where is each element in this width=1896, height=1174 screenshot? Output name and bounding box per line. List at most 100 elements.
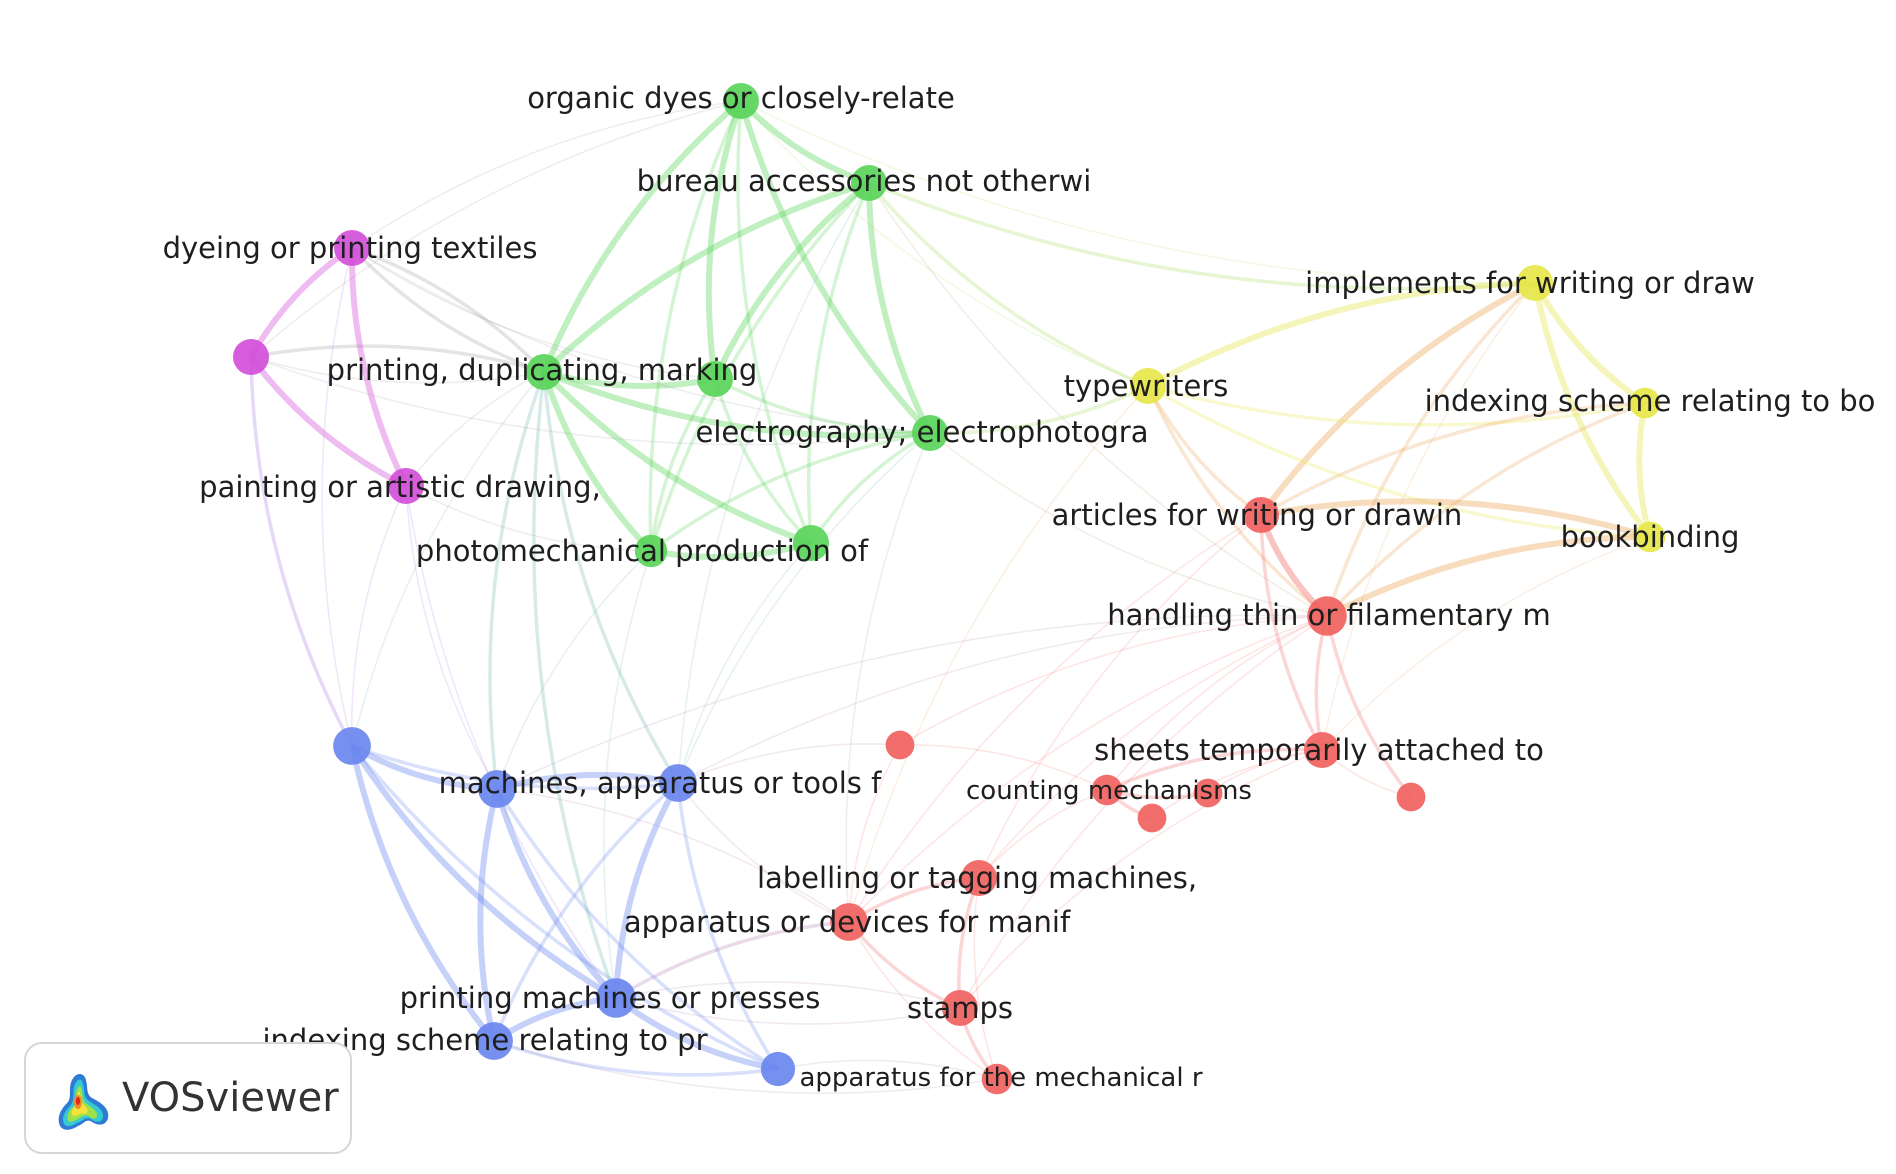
network-link — [1636, 402, 1653, 538]
network-node-n16[interactable] — [1307, 596, 1347, 636]
network-link — [978, 615, 1328, 879]
network-node-n4[interactable] — [697, 361, 733, 397]
network-link — [866, 182, 933, 435]
network-link — [649, 181, 871, 552]
network-link — [250, 100, 742, 358]
network-node-n28[interactable] — [659, 764, 697, 802]
node-label-n14[interactable]: bookbinding — [1561, 520, 1740, 554]
network-node-n14[interactable] — [1634, 521, 1666, 553]
network-node-n25[interactable] — [942, 990, 978, 1026]
network-node-n21[interactable] — [1396, 782, 1426, 812]
node-label-n1[interactable]: organic dyes or closely-relate — [527, 81, 955, 115]
node-label-n6[interactable]: photomechanical production of — [416, 534, 869, 568]
node-label-n8[interactable]: dyeing or printing textiles — [163, 231, 538, 265]
node-label-n12[interactable]: typewriters — [1064, 369, 1229, 403]
network-link — [648, 100, 743, 552]
node-label-n26[interactable]: apparatus for the mechanical r — [799, 1063, 1202, 1093]
network-link — [677, 782, 850, 923]
node-label-n15[interactable]: articles for writing or drawin — [1052, 498, 1463, 532]
network-link — [350, 744, 779, 1071]
network-node-n27[interactable] — [333, 727, 371, 765]
network-node-n32[interactable] — [760, 1051, 796, 1087]
network-link — [978, 789, 1108, 879]
network-link — [532, 371, 618, 999]
network-link — [777, 1059, 998, 1080]
network-node-n11[interactable] — [1517, 265, 1553, 301]
network-node-n29[interactable] — [478, 770, 516, 808]
network-node-n26[interactable] — [981, 1063, 1013, 1095]
network-links — [248, 98, 1653, 1094]
network-node-n2[interactable] — [851, 165, 887, 201]
network-node-n17[interactable] — [1304, 732, 1340, 768]
network-link — [738, 100, 933, 436]
network-link — [250, 344, 545, 374]
network-link — [1146, 385, 1263, 517]
network-node-n3[interactable] — [526, 354, 562, 390]
network-node-n31[interactable] — [475, 1022, 513, 1060]
network-link — [250, 356, 931, 446]
network-link — [350, 485, 407, 747]
network-node-n30[interactable] — [596, 978, 636, 1018]
network-node-n19[interactable] — [1137, 803, 1167, 833]
network-link — [1325, 401, 1646, 618]
network-link — [809, 431, 931, 544]
network-node-n24[interactable] — [830, 903, 868, 941]
vosviewer-badge: VOSviewer — [24, 1042, 352, 1154]
network-link — [1106, 747, 1323, 792]
network-link — [350, 246, 545, 374]
network-link — [405, 485, 498, 790]
network-link — [1325, 281, 1537, 617]
network-link — [349, 745, 497, 1043]
node-label-n3[interactable]: printing, duplicating, marking — [327, 353, 758, 387]
network-node-n12[interactable] — [1130, 368, 1166, 404]
network-link — [615, 920, 850, 1000]
node-label-n18[interactable]: counting mechanisms — [966, 776, 1252, 806]
network-link — [351, 247, 931, 434]
network-node-n23[interactable] — [961, 860, 997, 896]
network-link — [541, 369, 812, 546]
node-label-n28[interactable]: machines, apparatus or tools f — [439, 766, 882, 800]
network-link — [806, 182, 871, 544]
network-node-n18[interactable] — [1091, 774, 1123, 806]
node-label-n11[interactable]: implements for writing or draw — [1305, 266, 1755, 300]
network-link — [496, 771, 679, 792]
network-link — [1146, 280, 1536, 389]
node-label-n23[interactable]: labelling or tagging machines, — [757, 861, 1197, 895]
node-label-n17[interactable]: sheets temporarily attached to — [1094, 733, 1544, 767]
network-node-n20[interactable] — [1193, 778, 1223, 808]
network-node-n6[interactable] — [634, 534, 668, 568]
node-label-n24[interactable]: apparatus or devices for manif — [624, 905, 1071, 939]
node-label-n5[interactable]: electrography; electrophotogra — [696, 415, 1149, 449]
network-link — [541, 180, 870, 375]
node-label-n25[interactable]: stamps — [907, 991, 1013, 1025]
network-link — [1532, 282, 1653, 539]
node-label-n2[interactable]: bureau accessories not otherwi — [637, 164, 1092, 198]
network-link — [488, 371, 546, 790]
node-label-n16[interactable]: handling thin or filamentary m — [1107, 598, 1551, 632]
network-link — [541, 371, 654, 554]
node-label-n10[interactable]: painting or artistic drawing, — [199, 470, 601, 504]
network-link — [649, 431, 931, 553]
network-node-n10[interactable] — [388, 468, 424, 504]
node-label-n30[interactable]: printing machines or presses — [400, 981, 821, 1015]
network-node-n7[interactable] — [793, 525, 829, 561]
network-node-n8[interactable] — [334, 230, 370, 266]
network-link — [1325, 615, 1413, 799]
network-link — [541, 98, 743, 374]
network-link — [1146, 385, 1329, 618]
network-node-n15[interactable] — [1243, 497, 1279, 533]
network-node-n5[interactable] — [912, 415, 948, 451]
network-link — [1258, 280, 1537, 517]
network-node-n9[interactable] — [233, 339, 269, 375]
network-link — [899, 744, 1108, 791]
network-node-n13[interactable] — [1629, 387, 1661, 419]
network-link — [705, 100, 744, 380]
network-link — [1321, 536, 1651, 751]
node-label-n13[interactable]: indexing scheme relating to bo — [1425, 384, 1876, 418]
network-link — [405, 485, 617, 999]
network-node-n22[interactable] — [885, 730, 915, 760]
network-link — [615, 997, 961, 1025]
network-node-n1[interactable] — [723, 83, 759, 119]
network-link — [848, 385, 1149, 923]
